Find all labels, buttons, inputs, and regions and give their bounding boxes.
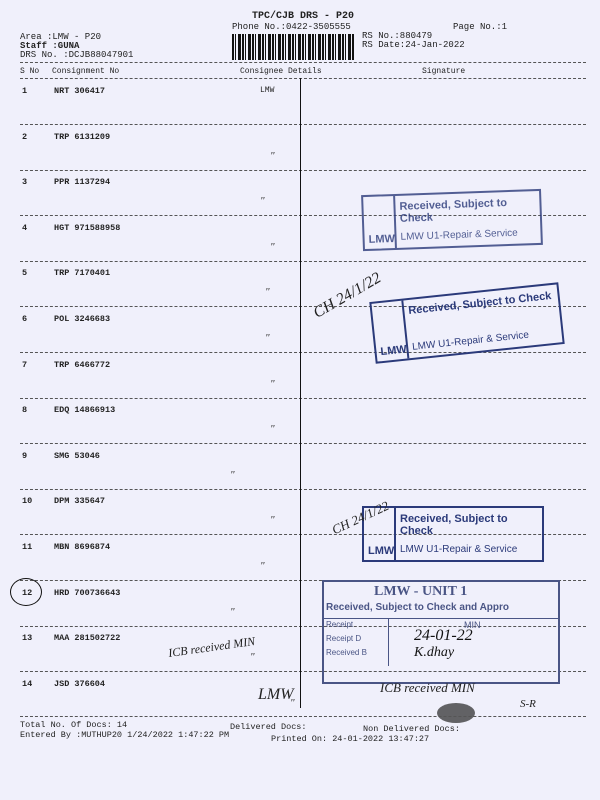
row-sno: 2 [22,131,28,142]
handwritten-note: ICB received MIN [380,680,475,695]
row-sno: 3 [22,177,28,188]
divider [20,124,586,125]
row-consignment: TRP 6466772 [54,359,111,370]
divider [20,534,586,536]
page-number: Page No.:1 [453,22,508,32]
total-docs: Total No. Of Docs: 14 [20,720,128,730]
divider [20,260,586,262]
staff: Staff :GUNA [20,41,80,51]
row-sno: 11 [22,542,33,552]
row-consignment: SMG 53046 [54,450,100,461]
row-sno: 6 [22,314,28,324]
row-sno: 9 [22,450,28,461]
non-delivered-docs: Non Delivered Docs: [363,724,460,734]
divider [20,306,586,308]
row-consignment: MBN 8696874 [54,542,111,552]
row-consignee: LMW [260,86,275,95]
divider [20,215,586,217]
handwritten-sr: S-R [520,698,536,710]
drs-number: DRS No. :DCJB88047901 [20,50,134,60]
row-consignee: " [270,377,275,390]
row-sno: 14 [22,678,33,689]
divider [20,78,586,79]
row-consignee: " [270,514,275,527]
divider [20,62,586,63]
row-consignment: TRP 6131209 [54,131,111,142]
row-sno: 5 [22,268,28,279]
divider [20,443,586,445]
row-consignee: " [230,605,235,618]
divider [20,352,586,353]
printed-on: Printed On: 24-01-2022 13:47:27 [271,734,430,744]
phone-number: Phone No.:0422-3505555 [232,22,351,32]
row-consignment: POL 3246683 [54,314,111,324]
entered-by: Entered By :MUTHUP20 1/24/2022 1:47:22 P… [20,730,230,740]
row-consignee: " [290,696,295,709]
row-consignee: " [260,560,265,572]
col-sno: S No [20,67,40,76]
row-consignee: " [270,240,275,253]
handwritten-note: ICB received MIN [167,633,256,661]
row-sno: 8 [22,405,28,416]
row-sno: 7 [22,359,28,370]
divider [20,625,586,627]
row-sno: 4 [22,222,28,233]
row-consignee: " [230,468,235,481]
unit-stamp: LMW - UNIT 1 Received, Subject to Check … [322,580,560,684]
row-consignee: " [270,423,275,436]
row-consignment: DPM 335647 [54,496,106,507]
divider [20,580,586,581]
document-title: TPC/CJB DRS - P20 [252,11,355,22]
divider [20,671,586,673]
row-consignment: NRT 306417 [54,86,106,96]
handwritten-vertical-line [300,78,301,708]
divider [20,716,586,717]
row-consignee: " [250,651,255,664]
received-stamp: LMW Received, Subject to Check LMW U1-Re… [362,506,544,562]
row-sno: 10 [22,496,33,507]
row-consignment: EDQ 14866913 [54,405,116,416]
handwritten-lmw: LMW [258,686,294,703]
delivered-docs: Delivered Docs: [230,722,307,732]
row-consignee: " [265,286,270,299]
divider [20,488,586,490]
row-consignee: " [265,332,270,344]
rs-date: RS Date:24-Jan-2022 [362,40,465,50]
row-consignment: HRD 700736643 [54,587,121,598]
signature-scribble [437,703,475,723]
col-consignee: Consignee Details [240,67,322,76]
row-sno: 1 [22,86,28,96]
received-stamp: LMW Received, Subject to Check LMW U1-Re… [361,188,543,252]
row-consignment: PPR 1137294 [54,177,111,188]
row-consignment: JSD 376604 [54,678,106,689]
signature-scribble [10,578,42,606]
area: Area :LMW - P20 [20,32,102,42]
rs-number: RS No.:880479 [362,31,433,41]
row-consignee: " [260,195,265,208]
row-consignment: HGT 971588958 [54,222,121,233]
divider [20,397,586,399]
row-consignee: " [270,149,275,162]
row-sno: 13 [22,633,33,644]
row-consignment: TRP 7170401 [54,268,111,279]
col-signature: Signature [422,67,466,76]
col-consignment: Consignment No [52,67,120,76]
barcode [232,34,354,60]
divider [20,169,586,171]
row-consignment: MAA 281502722 [54,633,121,644]
